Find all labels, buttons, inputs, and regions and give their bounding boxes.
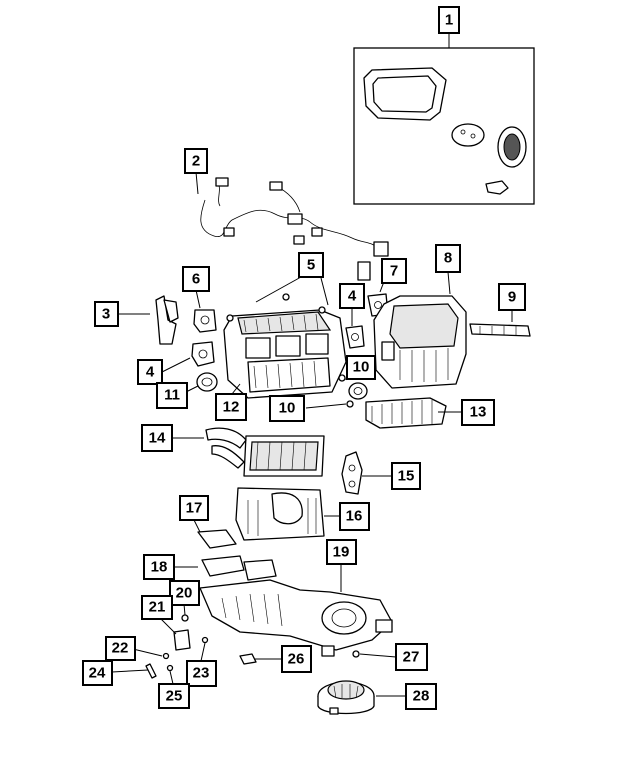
actuators [191,293,389,367]
callout-3: 3 [94,301,119,327]
evaporator-core [235,487,325,541]
svg-text:23: 23 [193,665,210,682]
callout-19: 19 [326,539,357,565]
hvac-lower-housing [199,579,393,657]
callout-26: 26 [281,645,312,673]
svg-text:15: 15 [398,468,415,485]
seal-17 [197,529,237,549]
cabin-filter [365,397,447,429]
bracket-3 [155,295,179,345]
svg-text:12: 12 [223,399,240,416]
svg-text:24: 24 [89,665,106,682]
svg-text:25: 25 [166,688,183,705]
svg-text:22: 22 [112,640,129,657]
svg-text:8: 8 [444,250,452,267]
callout-6: 6 [182,266,210,292]
svg-text:28: 28 [413,688,430,705]
callout-27: 27 [395,643,428,671]
svg-text:18: 18 [151,559,168,576]
svg-text:4: 4 [348,288,357,305]
kit-box-1 [353,33,535,205]
blower-motor [317,680,375,715]
callout-10b: 10 [269,395,305,422]
svg-text:20: 20 [176,585,193,602]
wiring-harness [200,177,389,281]
svg-text:3: 3 [102,306,110,323]
callout-8: 8 [435,244,461,273]
callout-10a: 10 [346,355,376,380]
callout-14: 14 [141,424,173,452]
hvac-upper-housing [223,293,347,399]
callout-23: 23 [186,660,217,687]
callout-7: 7 [381,258,407,284]
callout-1: 1 [438,6,460,34]
callout-4a: 4 [137,359,163,385]
small-parts [145,614,360,679]
svg-text:17: 17 [186,500,203,517]
svg-text:19: 19 [333,544,350,561]
callout-15: 15 [391,462,421,490]
callout-20: 20 [169,580,200,606]
heater-core [205,427,325,477]
svg-text:11: 11 [164,387,180,404]
callout-25: 25 [158,683,190,709]
callout-24: 24 [82,660,113,686]
callout-11: 11 [156,382,188,409]
callout-17: 17 [179,495,209,521]
actuator-motor-11 [196,372,368,400]
callout-13: 13 [461,399,495,426]
bracket-15 [341,451,363,495]
callout-12: 12 [215,393,247,421]
svg-text:10: 10 [353,359,370,376]
callout-18: 18 [143,554,175,580]
svg-text:4: 4 [146,364,155,381]
svg-text:21: 21 [149,599,166,616]
callout-9: 9 [498,283,526,311]
svg-text:13: 13 [470,404,487,421]
callout-22: 22 [105,636,136,661]
svg-text:16: 16 [346,508,363,525]
callout-16: 16 [339,502,370,531]
svg-text:2: 2 [192,153,200,170]
callout-21: 21 [141,595,173,620]
callout-28: 28 [405,683,437,710]
callout-5: 5 [298,252,324,278]
svg-text:27: 27 [403,649,420,666]
svg-text:7: 7 [390,263,398,280]
svg-text:26: 26 [288,651,305,668]
seal-strip [469,323,531,337]
svg-text:5: 5 [307,257,315,274]
svg-text:6: 6 [192,271,200,288]
screws-10 [338,374,354,408]
svg-text:10: 10 [279,400,296,417]
svg-text:9: 9 [508,289,516,306]
bracket-18 [201,555,277,581]
svg-text:14: 14 [149,430,166,447]
svg-text:1: 1 [445,12,453,29]
callout-2: 2 [184,148,208,174]
callout-4b: 4 [339,283,365,309]
air-inlet-housing [373,295,467,389]
